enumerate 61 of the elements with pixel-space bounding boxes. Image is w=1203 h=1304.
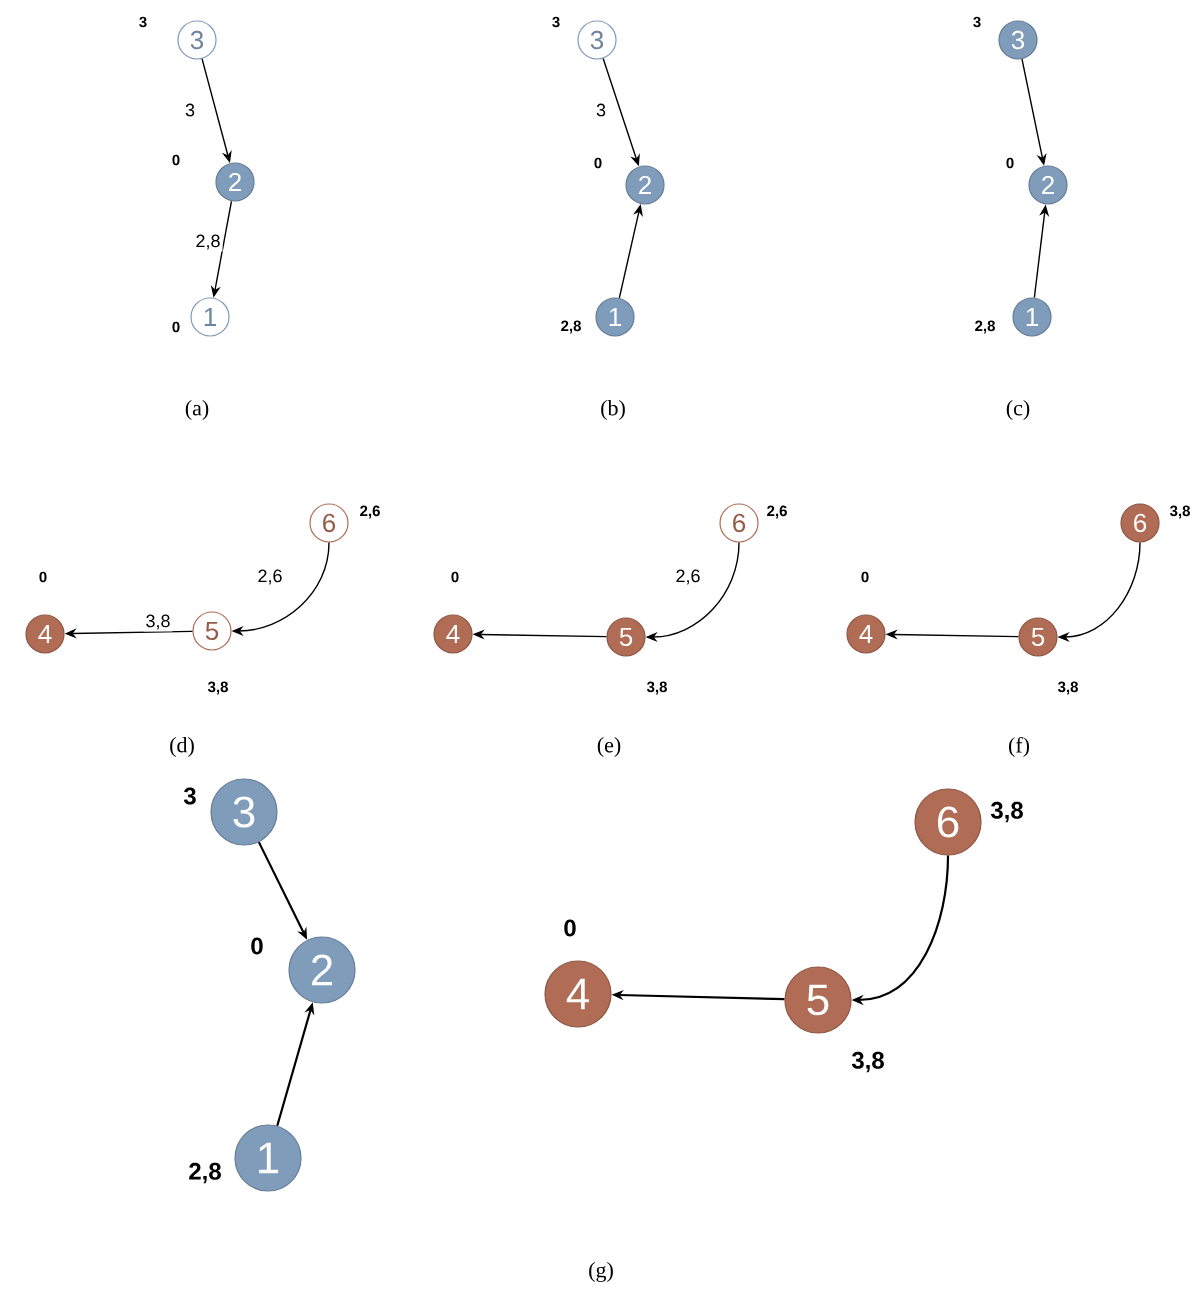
vertex-value: 3,8 — [1057, 681, 1078, 695]
graph-vertex: 6 — [309, 503, 349, 543]
vertex-value: 0 — [451, 571, 459, 583]
vertex-value: 0 — [564, 919, 576, 937]
graph-vertex: 2 — [1028, 165, 1068, 205]
vertex-value: 0 — [1006, 157, 1014, 169]
vertex-value: 3,8 — [990, 801, 1023, 823]
graph-vertex: 5 — [606, 617, 646, 657]
edge-label: 2,6 — [255, 567, 285, 587]
graph-vertex: 6 — [1120, 503, 1160, 543]
edge-label: 3 — [594, 101, 608, 119]
panel-caption: (f) — [1009, 736, 1030, 758]
vertex-value: 3,8 — [207, 681, 228, 695]
graph-vertex: 4 — [544, 960, 612, 1028]
vertex-value: 0 — [594, 157, 602, 169]
graph-vertex: 5 — [1018, 617, 1058, 657]
vertex-value: 3 — [183, 787, 196, 805]
vertex-value: 0 — [172, 321, 180, 333]
edge-label: 3 — [183, 101, 197, 119]
vertex-value: 2,6 — [767, 505, 787, 519]
panel-caption: (e) — [597, 737, 621, 757]
graph-vertex: 4 — [433, 614, 473, 654]
vertex-value: 2,8 — [561, 320, 581, 334]
vertex-value: 2,8 — [189, 1162, 221, 1184]
graph-vertex: 2 — [288, 936, 356, 1004]
vertex-value: 3 — [139, 16, 147, 28]
panel-caption: (c) — [1006, 400, 1030, 420]
panel-caption: (g) — [589, 1262, 613, 1282]
graph-vertex: 5 — [784, 966, 852, 1034]
vertex-value: 0 — [251, 937, 263, 955]
graph-vertex: 4 — [25, 614, 65, 654]
vertex-value: 3,8 — [851, 1051, 884, 1073]
panel-caption: (b) — [601, 400, 625, 420]
graph-vertex: 1 — [595, 297, 635, 337]
graph-vertex: 1 — [1012, 297, 1052, 337]
graph-vertex: 3 — [177, 20, 217, 60]
graph-vertex: 3 — [577, 20, 617, 60]
panel-caption: (d) — [170, 737, 194, 757]
vertex-value: 3 — [552, 16, 560, 28]
vertex-value: 3,8 — [646, 681, 667, 695]
panel-caption: (a) — [185, 400, 209, 420]
vertex-value: 2,8 — [975, 320, 995, 334]
vertex-value: 3,8 — [1169, 505, 1190, 519]
graph-vertex: 6 — [719, 503, 759, 543]
vertex-value: 0 — [172, 154, 180, 166]
edge-label: 3,8 — [143, 612, 173, 632]
graph-vertex: 1 — [190, 297, 230, 337]
vertex-value: 3 — [973, 16, 981, 28]
edge-label: 2,8 — [193, 232, 223, 252]
vertex-value: 0 — [861, 571, 869, 583]
graph-vertex: 5 — [192, 611, 232, 651]
graph-vertex: 3 — [998, 20, 1038, 60]
graph-vertex: 2 — [625, 165, 665, 205]
graph-vertex: 1 — [234, 1124, 302, 1192]
edge-label: 2,6 — [673, 567, 703, 587]
vertex-value: 2,6 — [360, 505, 380, 519]
graph-vertex: 4 — [846, 614, 886, 654]
graph-vertex: 3 — [210, 778, 278, 846]
vertex-value: 0 — [39, 571, 47, 583]
graph-vertex: 2 — [215, 162, 255, 202]
graph-vertex: 6 — [914, 788, 982, 856]
